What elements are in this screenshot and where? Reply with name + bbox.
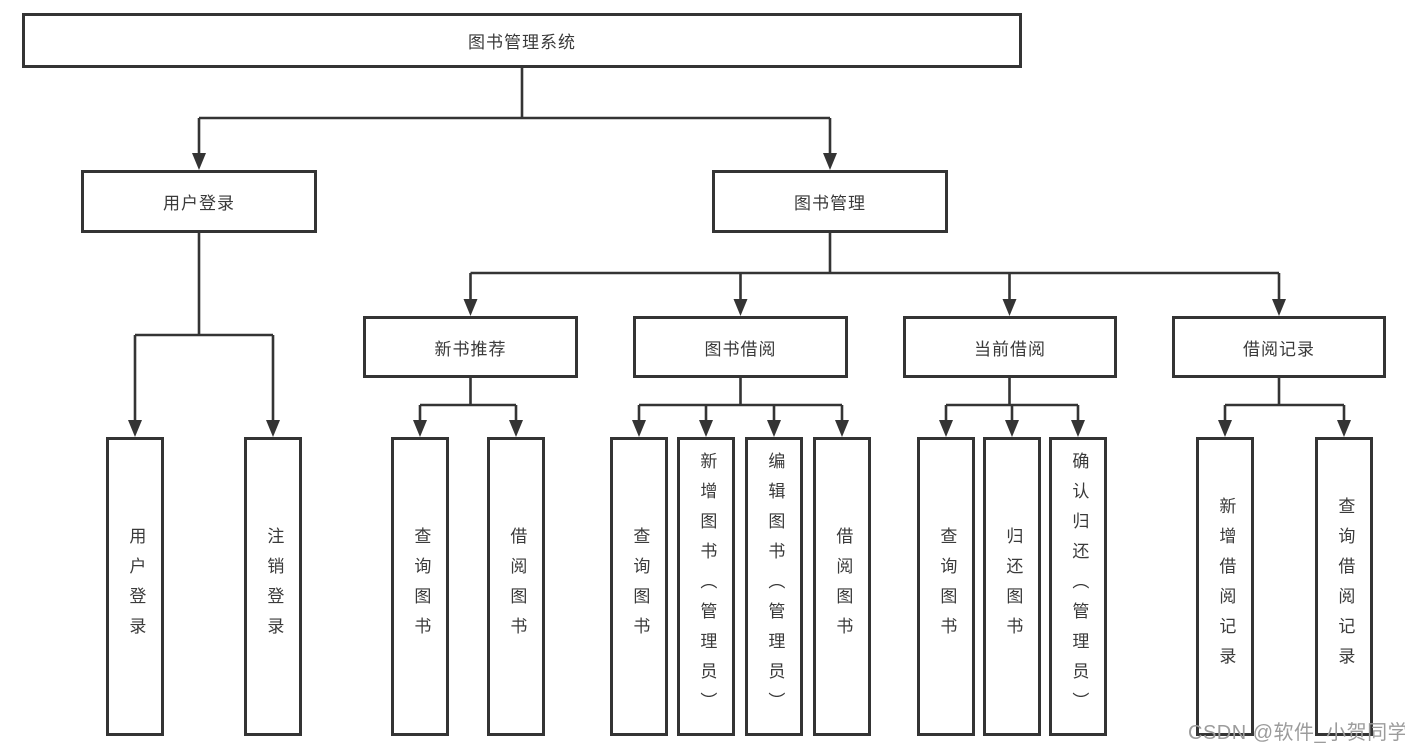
node-book-borrow-label: 图书借阅 xyxy=(704,339,777,359)
arrowhead-icon xyxy=(1218,420,1232,437)
arrowhead-icon xyxy=(733,299,748,316)
leaf-confirm-return-admin: 确认归还（管理员） xyxy=(1049,437,1107,736)
arrowhead-icon xyxy=(699,420,713,437)
leaf-user-login-label: 用户登录 xyxy=(126,526,146,647)
leaf-query-books-1: 查询图书 xyxy=(391,437,449,736)
leaf-query-books-3: 查询图书 xyxy=(917,437,975,736)
arrowhead-icon xyxy=(823,153,837,170)
leaf-borrow-books-2: 借阅图书 xyxy=(813,437,871,736)
arrowhead-icon xyxy=(767,420,781,437)
node-user-login-label: 用户登录 xyxy=(163,194,235,213)
leaf-borrow-books-1: 借阅图书 xyxy=(487,437,545,736)
leaf-borrow-books-2-label: 借阅图书 xyxy=(833,526,853,647)
leaf-edit-books-admin: 编辑图书（管理员） xyxy=(745,437,803,736)
arrowhead-icon xyxy=(835,420,849,437)
node-current-borrow: 当前借阅 xyxy=(903,316,1117,378)
csdn-watermark: CSDN @软件_小贺同学 xyxy=(1188,722,1405,744)
arrowhead-icon xyxy=(413,420,427,437)
node-borrow-records-label: 借阅记录 xyxy=(1243,339,1315,359)
arrowhead-icon xyxy=(128,420,142,437)
node-borrow-records: 借阅记录 xyxy=(1172,316,1386,378)
leaf-query-books-3-label: 查询图书 xyxy=(937,526,957,647)
leaf-user-login: 用户登录 xyxy=(106,437,164,736)
node-root: 图书管理系统 xyxy=(22,13,1022,68)
arrowhead-icon xyxy=(509,420,523,437)
leaf-query-borrow-record-label: 查询借阅记录 xyxy=(1335,496,1355,677)
leaf-add-borrow-record: 新增借阅记录 xyxy=(1196,437,1254,736)
arrowhead-icon xyxy=(266,420,280,437)
leaf-confirm-return-admin-label: 确认归还（管理员） xyxy=(1069,451,1089,722)
leaf-logout: 注销登录 xyxy=(244,437,302,736)
arrowhead-icon xyxy=(1005,420,1019,437)
node-book-borrow: 图书借阅 xyxy=(633,316,848,378)
arrowhead-icon xyxy=(192,153,206,170)
leaf-add-borrow-record-label: 新增借阅记录 xyxy=(1216,496,1236,677)
arrowhead-icon xyxy=(1071,420,1085,437)
arrowhead-icon xyxy=(463,299,478,316)
leaf-query-borrow-record: 查询借阅记录 xyxy=(1315,437,1373,736)
arrowhead-icon xyxy=(1272,299,1286,316)
node-new-book-recommend: 新书推荐 xyxy=(363,316,578,378)
node-book-management-label: 图书管理 xyxy=(794,194,866,213)
node-new-book-recommend-label: 新书推荐 xyxy=(434,339,507,359)
leaf-add-books-admin-label: 新增图书（管理员） xyxy=(697,451,717,722)
leaf-edit-books-admin-label: 编辑图书（管理员） xyxy=(765,451,785,722)
node-book-management: 图书管理 xyxy=(712,170,948,233)
node-user-login: 用户登录 xyxy=(81,170,317,233)
arrowhead-icon xyxy=(632,420,646,437)
arrowhead-icon xyxy=(1002,299,1017,316)
leaf-return-books: 归还图书 xyxy=(983,437,1041,736)
node-root-label: 图书管理系统 xyxy=(468,33,576,52)
leaf-query-books-1-label: 查询图书 xyxy=(411,526,431,647)
leaf-query-books-2: 查询图书 xyxy=(610,437,668,736)
arrowhead-icon xyxy=(939,420,953,437)
arrowhead-icon xyxy=(1337,420,1351,437)
leaf-return-books-label: 归还图书 xyxy=(1003,526,1023,647)
leaf-query-books-2-label: 查询图书 xyxy=(630,526,650,647)
node-current-borrow-label: 当前借阅 xyxy=(974,339,1046,359)
leaf-borrow-books-1-label: 借阅图书 xyxy=(507,526,527,647)
leaf-logout-label: 注销登录 xyxy=(264,526,284,647)
leaf-add-books-admin: 新增图书（管理员） xyxy=(677,437,735,736)
